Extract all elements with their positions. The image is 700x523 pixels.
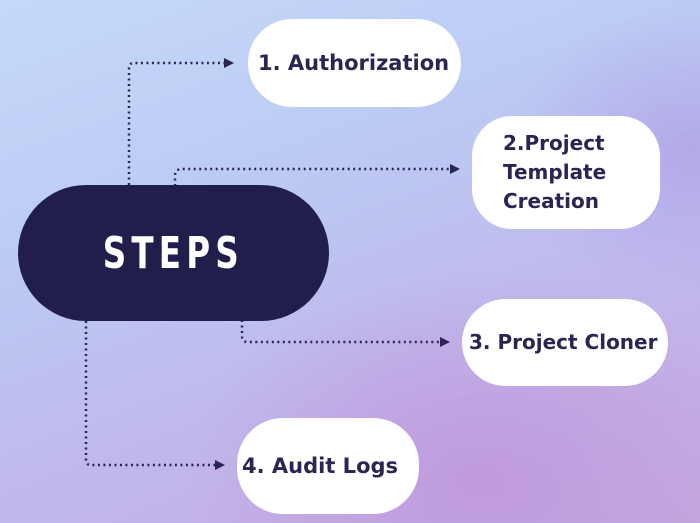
step-authorization: 1. Authorization <box>248 19 461 107</box>
step-3-label: 3. Project Cloner <box>469 330 658 354</box>
connector-to-step-4 <box>84 321 225 470</box>
step-1-label: 1. Authorization <box>258 50 450 75</box>
steps-hub: STEPS <box>18 185 329 321</box>
step-project-cloner: 3. Project Cloner <box>462 299 668 386</box>
connector-to-step-2 <box>173 164 460 186</box>
step-2-label: 2.Project Template Creation <box>503 131 607 213</box>
hub-label: STEPS <box>102 227 245 279</box>
step-audit-logs: 4. Audit Logs <box>237 418 419 514</box>
step-project-template-creation: 2.Project Template Creation <box>472 116 660 229</box>
step-4-label: 4. Audit Logs <box>242 453 399 478</box>
connector-to-step-1 <box>127 58 234 185</box>
connector-to-step-3 <box>240 320 450 347</box>
